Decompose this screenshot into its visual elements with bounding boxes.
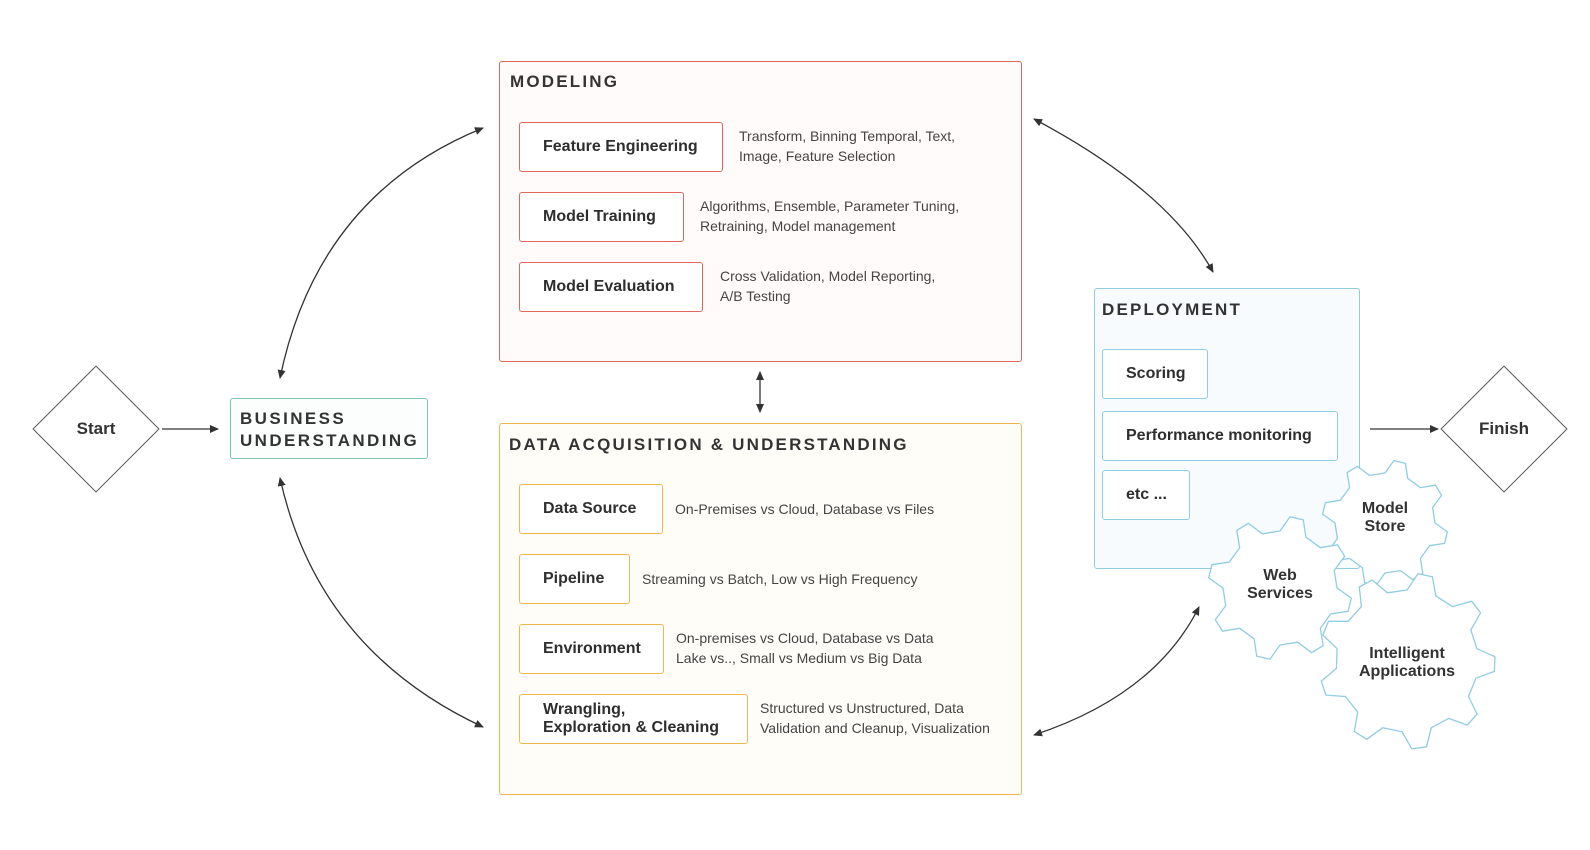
data-source-box: Data Source [519,484,663,534]
scoring-box: Scoring [1102,349,1208,399]
etc-label: etc ... [1126,486,1167,503]
feature-engineering-desc-line-1: Transform, Binning Temporal, Text, [739,128,956,144]
start-node-label: Start [76,419,116,438]
model-store-line-2: Store [1364,518,1406,535]
environment-desc: On-premises vs Cloud, Database vs Data L… [676,628,934,668]
arrow-acquisition-deployment [1033,606,1200,737]
model-training-desc: Algorithms, Ensemble, Parameter Tuning, … [700,196,959,236]
data-source-label: Data Source [543,500,637,517]
model-evaluation-box: Model Evaluation [519,262,703,312]
model-store-line-1: Model [1361,500,1409,517]
model-evaluation-desc: Cross Validation, Model Reporting, A/B T… [720,266,935,306]
wrangling-label-line-2: Exploration & Cleaning [543,719,720,736]
pipeline-label: Pipeline [543,570,605,587]
wrangling-desc-line-1: Structured vs Unstructured, Data [760,700,964,716]
intelligent-applications-line-1: Intelligent [1369,645,1445,662]
environment-desc-line-2: Lake vs.., Small vs Medium vs Big Data [676,650,922,666]
feature-engineering-box: Feature Engineering [519,122,723,172]
web-services-line-2: Services [1247,585,1313,602]
data-source-desc: On-Premises vs Cloud, Database vs Files [675,499,934,519]
business-understanding-box: BUSINESS UNDERSTANDING [230,398,428,459]
intelligent-applications-line-2: Applications [1358,663,1455,680]
web-services-line-1: Web [1263,567,1297,584]
wrangling-label-line-1: Wrangling, [543,701,626,718]
environment-desc-line-1: On-premises vs Cloud, Database vs Data [676,630,934,646]
scoring-label: Scoring [1126,365,1186,382]
etc-box: etc ... [1102,470,1190,520]
performance-monitoring-box: Performance monitoring [1102,411,1338,461]
finish-node-label: Finish [1478,419,1530,438]
data-acquisition-panel: DATA ACQUISITION & UNDERSTANDING Data So… [499,423,1022,795]
model-training-label: Model Training [543,208,656,225]
model-evaluation-desc-line-2: A/B Testing [720,288,791,304]
wrangling-desc-line-2: Validation and Cleanup, Visualization [760,720,990,736]
feature-engineering-desc: Transform, Binning Temporal, Text, Image… [739,126,955,166]
model-training-desc-line-2: Retraining, Model management [700,218,896,234]
modeling-title: MODELING [510,72,620,91]
model-training-box: Model Training [519,192,684,242]
business-title-line-2: UNDERSTANDING [240,431,420,450]
feature-engineering-label: Feature Engineering [543,138,698,155]
web-services-gear-label: Web Services [1220,567,1340,603]
performance-monitoring-label: Performance monitoring [1126,427,1312,444]
pipeline-desc-line-1: Streaming vs Batch, Low vs High Frequenc… [642,571,918,587]
feature-engineering-desc-line-2: Image, Feature Selection [739,148,896,164]
intelligent-applications-gear-label: Intelligent Applications [1337,645,1477,681]
wrangling-desc: Structured vs Unstructured, Data Validat… [760,698,990,738]
arrow-business-acquisition [277,477,484,728]
data-acquisition-title: DATA ACQUISITION & UNDERSTANDING [509,435,909,454]
deployment-title: DEPLOYMENT [1102,300,1243,319]
modeling-panel: MODELING Feature Engineering Transform, … [499,61,1022,362]
model-training-desc-line-1: Algorithms, Ensemble, Parameter Tuning, [700,198,960,214]
model-evaluation-desc-line-1: Cross Validation, Model Reporting, [720,268,936,284]
deployment-panel: DEPLOYMENT Scoring Performance monitorin… [1094,288,1360,569]
model-store-gear [1321,459,1449,587]
business-title-line-1: BUSINESS [240,409,347,428]
web-services-gear [1208,516,1352,660]
wrangling-box: Wrangling, Exploration & Cleaning [519,694,748,744]
intelligent-applications-gear [1320,573,1496,750]
model-store-gear-label: Model Store [1325,500,1445,536]
arrow-business-modeling [277,127,484,379]
wrangling-label: Wrangling, Exploration & Cleaning [543,701,719,737]
pipeline-desc: Streaming vs Batch, Low vs High Frequenc… [642,569,917,589]
arrow-modeling-deployment [1033,118,1214,273]
model-evaluation-label: Model Evaluation [543,278,675,295]
environment-box: Environment [519,624,664,674]
pipeline-box: Pipeline [519,554,630,604]
data-source-desc-line-1: On-Premises vs Cloud, Database vs Files [675,501,935,517]
environment-label: Environment [543,640,641,657]
